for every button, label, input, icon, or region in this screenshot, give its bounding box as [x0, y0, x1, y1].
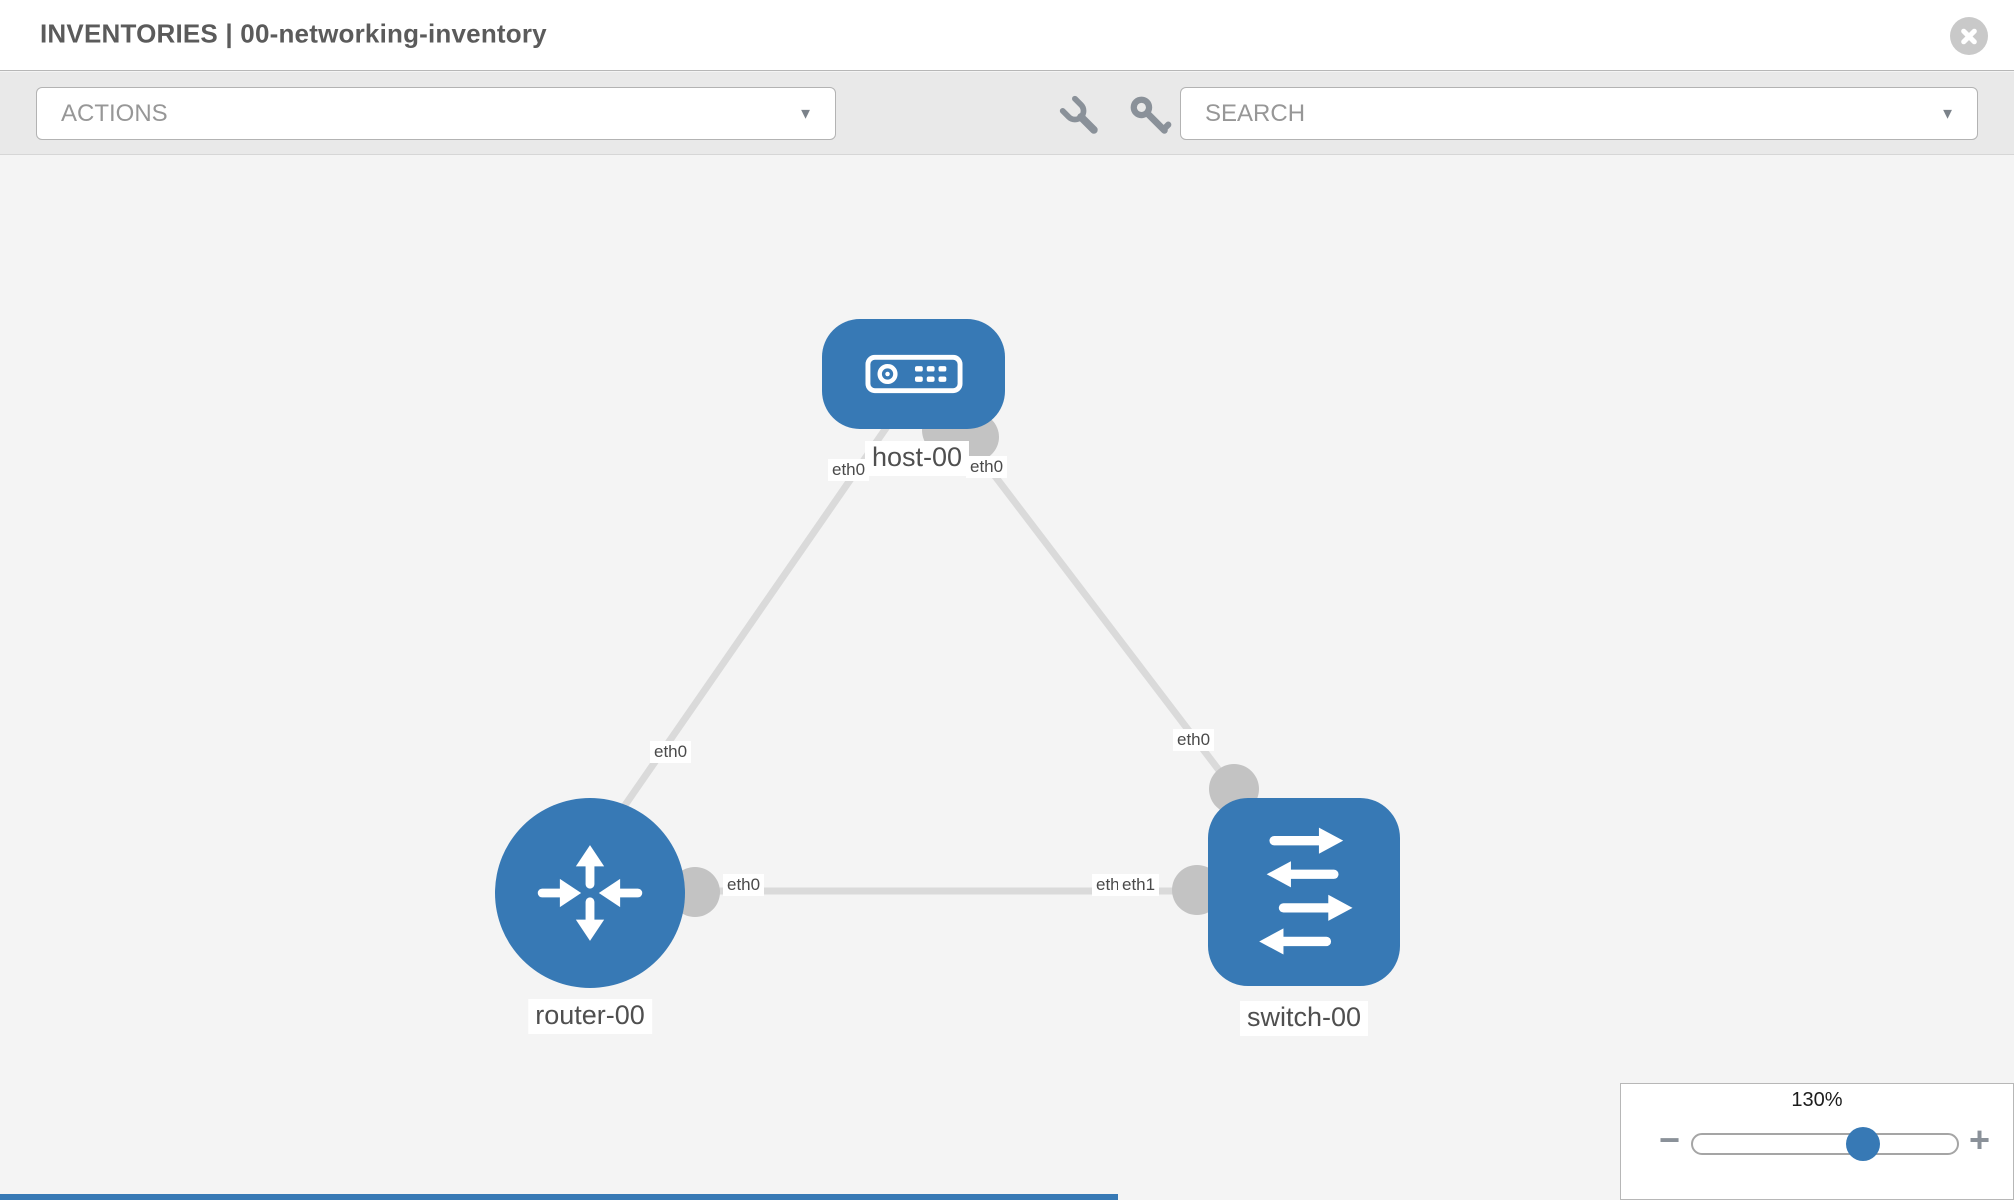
zoom-out-button[interactable]: −: [1659, 1119, 1681, 1160]
interface-label-router-eth0-top: eth0: [650, 741, 692, 763]
zoom-in-button[interactable]: +: [1969, 1119, 1991, 1160]
configure-button[interactable]: [1058, 94, 1104, 140]
search-dropdown[interactable]: SEARCH ▼: [1180, 87, 1978, 140]
node-switch-00[interactable]: [1208, 798, 1400, 986]
node-router-00[interactable]: [495, 798, 685, 988]
interface-label-switch-eth0-top: eth0: [1173, 729, 1215, 751]
topology-canvas[interactable]: host-00 router-00 switch-00 eth0 eth0 et…: [0, 156, 2014, 1200]
interface-label-router-eth0-right: eth0: [723, 874, 765, 896]
key-icon: [1130, 96, 1172, 134]
actions-dropdown[interactable]: ACTIONS ▼: [36, 87, 836, 140]
bottom-blue-strip: [0, 1194, 1118, 1200]
switch-icon: [1259, 827, 1353, 955]
host-server-icon: [864, 354, 963, 394]
router-icon: [537, 845, 643, 941]
node-label-router: router-00: [528, 999, 652, 1034]
node-label-host: host-00: [864, 441, 970, 476]
header: INVENTORIES | 00-networking-inventory: [0, 0, 2014, 71]
page-title: INVENTORIES | 00-networking-inventory: [40, 18, 547, 49]
chevron-down-icon: ▼: [798, 105, 813, 122]
zoom-panel: 130% − +: [1620, 1083, 2014, 1200]
zoom-level: 130%: [1791, 1089, 1843, 1111]
search-dropdown-label: SEARCH: [1205, 99, 1306, 127]
zoom-slider-thumb[interactable]: [1846, 1127, 1880, 1161]
node-host-00[interactable]: [822, 319, 1005, 429]
credentials-button[interactable]: [1128, 94, 1174, 140]
interface-label-host-eth0-left: eth0: [828, 459, 870, 481]
toolbar: ACTIONS ▼ SEARCH ▼: [0, 72, 2014, 155]
link-host-switch[interactable]: [950, 418, 1237, 793]
interface-label-host-eth0-right: eth0: [966, 456, 1008, 478]
node-label-switch: switch-00: [1239, 1001, 1369, 1036]
interface-label-switch-eth1: eth1: [1118, 874, 1160, 896]
actions-dropdown-label: ACTIONS: [61, 99, 168, 127]
chevron-down-icon: ▼: [1940, 105, 1955, 122]
topology-links-layer: [590, 404, 1304, 917]
wrench-icon: [1059, 95, 1098, 134]
close-button[interactable]: [1950, 17, 1988, 55]
zoom-slider-track[interactable]: [1691, 1133, 1959, 1155]
